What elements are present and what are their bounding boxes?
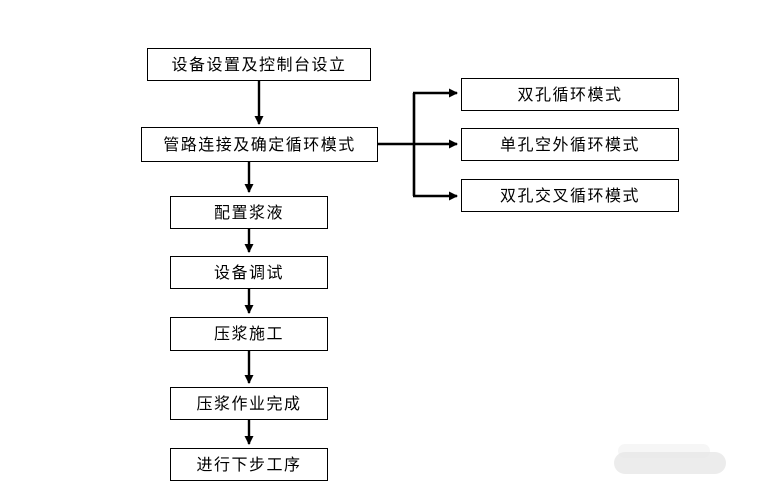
- node-next-process[interactable]: 进行下步工序: [170, 448, 328, 481]
- node-slurry-mixing[interactable]: 配置浆液: [170, 196, 328, 229]
- node-mode-dual-hole-cross-circulation-label: 双孔交叉循环模式: [499, 185, 640, 205]
- node-mode-dual-hole-circulation-label: 双孔循环模式: [517, 84, 623, 104]
- node-pipe-connection-label: 管路连接及确定循环模式: [163, 134, 356, 154]
- node-pipe-connection[interactable]: 管路连接及确定循环模式: [141, 127, 378, 162]
- node-mode-dual-hole-cross-circulation[interactable]: 双孔交叉循环模式: [461, 179, 679, 212]
- node-grouting-complete-label: 压浆作业完成: [196, 393, 302, 413]
- node-mode-single-hole-external-circulation[interactable]: 单孔空外循环模式: [461, 128, 679, 161]
- node-equipment-debug-label: 设备调试: [213, 262, 284, 282]
- watermark-blob: [614, 452, 726, 474]
- node-setup-label: 设备设置及控制台设立: [171, 54, 347, 74]
- node-setup[interactable]: 设备设置及控制台设立: [147, 48, 371, 81]
- node-grouting-construction-label: 压浆施工: [213, 324, 284, 343]
- node-grouting-complete[interactable]: 压浆作业完成: [170, 387, 328, 420]
- node-next-process-label: 进行下步工序: [196, 454, 302, 474]
- node-equipment-debug[interactable]: 设备调试: [170, 256, 328, 289]
- node-slurry-mixing-label: 配置浆液: [213, 202, 284, 222]
- node-grouting-construction[interactable]: 压浆施工: [170, 317, 328, 351]
- node-mode-single-hole-external-circulation-label: 单孔空外循环模式: [499, 134, 640, 154]
- node-mode-dual-hole-circulation[interactable]: 双孔循环模式: [461, 78, 679, 111]
